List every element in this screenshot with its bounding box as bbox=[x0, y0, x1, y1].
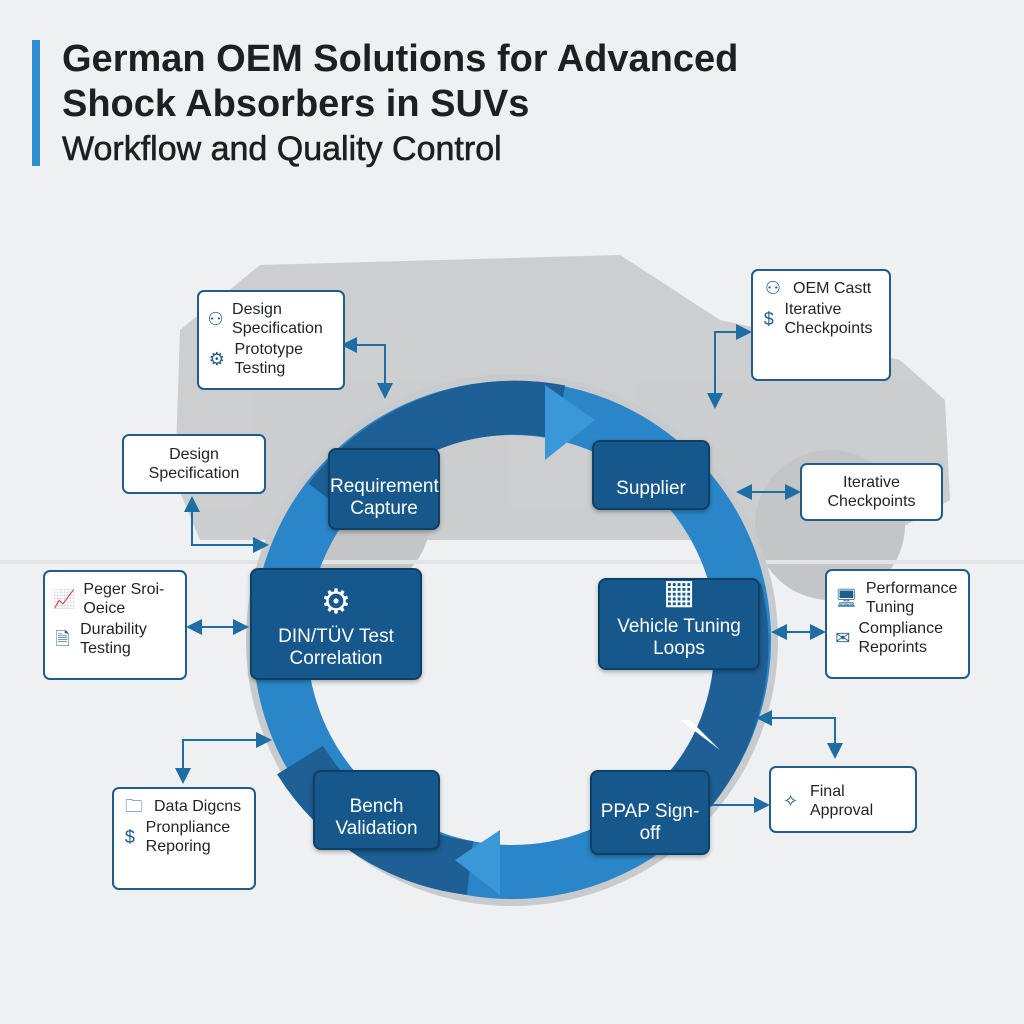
node-vehicle-tuning[interactable]: ▦ Vehicle Tuning Loops bbox=[598, 573, 760, 670]
dollar-icon: $ bbox=[763, 308, 774, 329]
node-din-tuv[interactable]: ⚙ DIN/TÜV Test Correlation bbox=[250, 568, 422, 680]
box-right: Iterative Checkpoints bbox=[800, 463, 943, 521]
box-text: Prototype Testing bbox=[234, 341, 304, 377]
box-right-mid: 🖥 Performance Tuning ✉ Compliance Reporint… bbox=[825, 569, 970, 679]
box-text: Data Digcns bbox=[154, 798, 242, 815]
din-tuv-label: DIN/TÜV Test Correlation bbox=[278, 626, 394, 669]
supplier-label: Supplier bbox=[616, 478, 686, 499]
gear-icon: ⚙ bbox=[320, 583, 352, 621]
box-text: Pronpliance Reporing bbox=[145, 819, 231, 855]
node-bench-validation[interactable]: Bench Validation bbox=[313, 770, 440, 850]
box-text: Iterative Checkpoints bbox=[827, 474, 916, 510]
box-bottom-right: ✧ Final Approval bbox=[769, 766, 917, 833]
title-accent-bar bbox=[32, 40, 40, 166]
box-text: OEM Castt bbox=[793, 280, 872, 297]
approval-icon: ✧ bbox=[782, 790, 799, 811]
grid-icon: ▦ bbox=[662, 573, 696, 611]
bench-validation-label: Bench Validation bbox=[335, 796, 418, 839]
box-text: Iterative Checkpoints bbox=[784, 301, 873, 337]
settings-icon: ⚙ bbox=[208, 348, 225, 369]
title-line-2: Shock Absorbers in SUVs bbox=[62, 83, 530, 125]
dollar-icon: $ bbox=[124, 826, 135, 847]
box-text: Final Approval bbox=[809, 783, 874, 819]
box-text: Peger Sroi-Oeice bbox=[83, 581, 165, 617]
ring-arrow-head bbox=[545, 385, 595, 460]
monitor-icon: 🖥 bbox=[835, 587, 858, 608]
ring-arrow-head bbox=[680, 720, 720, 750]
box-top-right: ⚇ OEM Castt $ Iterative Checkpoints bbox=[751, 269, 891, 381]
box-top-left: ⚇ Design Specification ⚙ Prototype Testing bbox=[197, 290, 345, 390]
box-text: Design Specification bbox=[232, 301, 323, 337]
node-ppap[interactable]: PPAP Sign-off bbox=[590, 770, 710, 855]
ppap-label: PPAP Sign-off bbox=[600, 801, 700, 844]
box-text: Compliance Reporints bbox=[858, 620, 943, 656]
title-line-3: Workflow and Quality Control bbox=[62, 130, 502, 169]
ring-arrow-head bbox=[455, 830, 500, 895]
document-icon: 🗎 bbox=[55, 628, 70, 649]
vehicle-tuning-label: Vehicle Tuning Loops bbox=[617, 616, 741, 659]
requirement-capture-label: Requirement Capture bbox=[330, 476, 439, 519]
node-requirement-capture[interactable]: Requirement Capture bbox=[328, 448, 440, 530]
connector-lines bbox=[175, 324, 843, 813]
box-text: Performance Tuning bbox=[865, 580, 958, 616]
box-left: Design Specification bbox=[122, 434, 266, 494]
people-icon: ⚇ bbox=[764, 278, 782, 298]
node-supplier[interactable]: Supplier bbox=[592, 440, 710, 510]
box-text: Durability Testing bbox=[80, 621, 147, 657]
box-left-mid: 📈 Peger Sroi-Oeice 🗎 Durability Testing bbox=[43, 570, 187, 680]
title-line-1: German OEM Solutions for Advanced bbox=[62, 38, 739, 80]
people-icon: ⚇ bbox=[207, 308, 224, 329]
mail-icon: ✉ bbox=[835, 627, 851, 648]
box-text: Design Specification bbox=[148, 446, 240, 482]
box-bottom-left: 🗀 Data Digcns $ Pronpliance Reporing bbox=[112, 787, 256, 890]
folder-icon: 🗀 bbox=[125, 796, 143, 816]
chart-icon: 📈 bbox=[53, 588, 76, 609]
